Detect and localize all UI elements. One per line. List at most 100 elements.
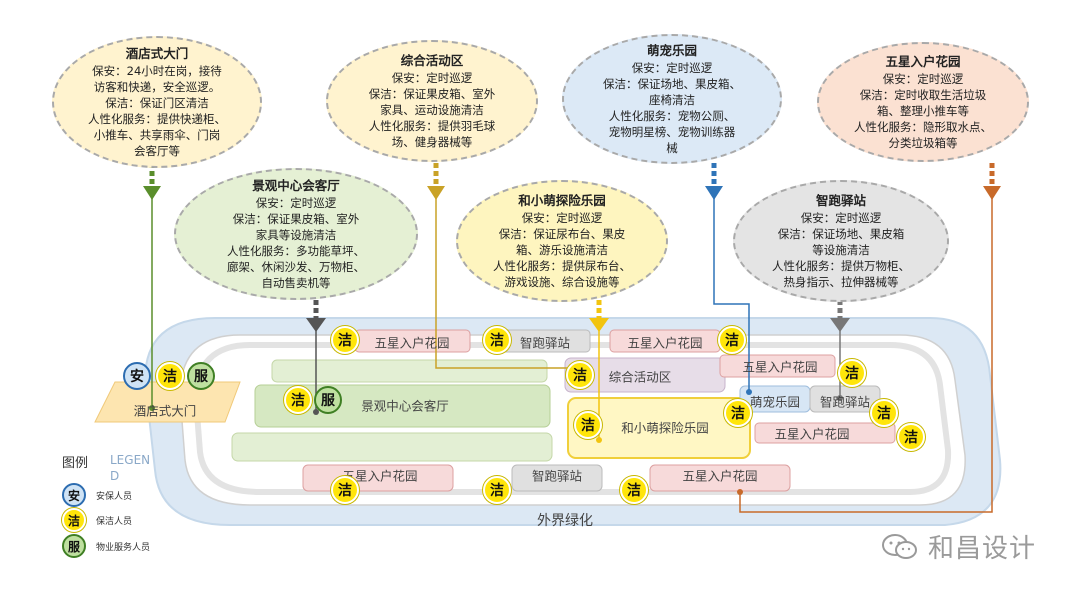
bubble-five-star-garden: 五星入户花园 保安：定时巡逻 保洁：定时收取生活垃圾 箱、整理小推车等 人性化服… xyxy=(817,42,1029,162)
bubble-title: 智跑驿站 xyxy=(815,192,866,208)
arrow-pet xyxy=(705,163,723,200)
cleaning-badge: 洁 xyxy=(284,386,312,414)
bubble-line: 保洁：保证门区清洁 xyxy=(105,95,209,110)
bubble-line: 保安：定时巡逻 xyxy=(882,71,964,86)
bubble-line: 人性化服务：多功能草坪、 xyxy=(227,243,365,258)
cleaning-badge: 洁 xyxy=(574,411,602,439)
bubble-line: 人性化服务：宠物公厕、 xyxy=(608,108,736,123)
bubble-line: 保安：24小时在岗，接待 xyxy=(92,63,222,78)
bubble-line: 人性化服务：提供快递柜、 xyxy=(88,111,226,126)
bubble-title: 综合活动区 xyxy=(400,52,464,68)
zone-label-garden-bottom-left: 五星入户花园 xyxy=(342,468,418,484)
bubble-line: 等设施清洁 xyxy=(812,242,870,257)
zone-label-run-right: 智跑驿站 xyxy=(819,394,871,410)
endpoint-dot xyxy=(837,395,843,401)
arrow-activity xyxy=(427,163,445,200)
bubble-line: 保洁：保证场地、果皮箱 xyxy=(777,226,905,241)
bubble-line: 人性化服务：提供羽毛球 xyxy=(368,118,496,133)
arrow-hotel xyxy=(143,163,161,200)
arrow-garden xyxy=(983,163,1001,200)
connector-pet xyxy=(713,198,750,392)
bubble-line: 分类垃圾箱等 xyxy=(888,135,958,150)
cleaning-badge: 洁 xyxy=(718,326,746,354)
cleaning-badge: 洁 xyxy=(870,399,898,427)
legend-label: 保洁人员 xyxy=(96,516,133,527)
bubble-landscape-club: 景观中心会客厅 保安：定时巡逻 保洁：保证果皮箱、室外 家具等设施清洁 人性化服… xyxy=(174,168,418,300)
legend-security-icon: 安 xyxy=(62,483,86,507)
zone-lawn-top xyxy=(271,359,548,383)
arrow-club xyxy=(306,300,326,332)
zone-label-garden-bottom-right: 五星入户花园 xyxy=(682,468,758,484)
arrow-run xyxy=(830,300,850,332)
zone-label-run-bottom: 智跑驿站 xyxy=(531,468,583,484)
bubble-line: 座椅清洁 xyxy=(649,92,695,107)
bubble-line: 保安：定时巡逻 xyxy=(631,60,713,75)
zone-kids xyxy=(567,397,751,459)
zone-label-club: 景观中心会客厅 xyxy=(361,398,449,414)
endpoint-dot xyxy=(746,389,752,395)
bubble-line: 会客厅等 xyxy=(134,143,180,158)
bubble-smart-run-station: 智跑驿站 保安：定时巡逻 保洁：保证场地、果皮箱 等设施清洁 人性化服务：提供万… xyxy=(733,180,949,302)
bubble-title: 萌宠乐园 xyxy=(646,42,697,58)
bubble-line: 保安：定时巡逻 xyxy=(255,195,337,210)
zone-label-run-top: 智跑驿站 xyxy=(519,335,571,351)
zone-label-pet: 萌宠乐园 xyxy=(749,394,801,410)
bubble-line: 保洁：保证尿布台、果皮 xyxy=(498,226,626,241)
zone-garden-right-low xyxy=(754,422,896,444)
bubble-line: 保安：定时巡逻 xyxy=(391,70,473,85)
bubble-title: 景观中心会客厅 xyxy=(252,177,340,193)
service-badge: 服 xyxy=(314,386,342,414)
endpoint-dot xyxy=(596,437,602,443)
zone-label-hotel-gate: 酒店式大门 xyxy=(133,403,197,419)
bubble-line: 家具、运动设施清洁 xyxy=(380,102,484,117)
bubble-hotel-gate: 酒店式大门 保安：24小时在岗，接待 访客和快递，安全巡逻。 保洁：保证门区清洁… xyxy=(52,36,262,168)
bubble-line: 人性化服务：隐形取水点、 xyxy=(854,119,992,134)
legend-service-icon: 服 xyxy=(62,534,86,558)
bubble-line: 小推车、共享雨伞、门岗 xyxy=(93,127,221,142)
cleaning-badge: 洁 xyxy=(483,476,511,504)
bubble-line: 热身指示、拉伸器械等 xyxy=(783,274,899,289)
legend-label: 安保人员 xyxy=(96,491,133,502)
connector-garden xyxy=(739,198,993,513)
bubble-title: 酒店式大门 xyxy=(125,45,189,61)
bubble-line: 廊架、休闲沙发、万物柜、 xyxy=(227,259,365,274)
bubble-line: 保安：定时巡逻 xyxy=(800,210,882,225)
zone-label-activity: 综合活动区 xyxy=(608,369,672,385)
bubble-line: 人性化服务：提供尿布台、 xyxy=(493,258,631,273)
zone-garden-bottom-right xyxy=(649,464,791,492)
zone-label-garden-right-low: 五星入户花园 xyxy=(774,426,850,442)
watermark: 和昌设计 xyxy=(880,528,1036,565)
bubble-line: 场、健身器械等 xyxy=(391,134,473,149)
watermark-text: 和昌设计 xyxy=(928,534,1037,564)
bubble-line: 游戏设施、综合设施等 xyxy=(504,274,620,289)
cleaning-badge: 洁 xyxy=(724,399,752,427)
cleaning-badge: 洁 xyxy=(331,326,359,354)
cleaning-badge: 洁 xyxy=(620,476,648,504)
cleaning-badge: 洁 xyxy=(331,476,359,504)
bubble-title: 五星入户花园 xyxy=(885,53,961,69)
legend-item-security: 安 安保人员 xyxy=(62,482,132,508)
legend-title: 图例 xyxy=(62,456,89,471)
cleaning-badge: 洁 xyxy=(566,361,594,389)
endpoint-dot xyxy=(149,405,155,411)
zone-label-garden-top-left: 五星入户花园 xyxy=(374,335,450,351)
zone-label-garden-top-right: 五星入户花园 xyxy=(627,335,703,351)
bubble-line: 械 xyxy=(666,140,678,155)
legend-label: 物业服务人员 xyxy=(96,542,151,553)
bubble-pet-park: 萌宠乐园 保安：定时巡逻 保洁：保证场地、果皮箱、 座椅清洁 人性化服务：宠物公… xyxy=(562,34,782,164)
bubble-line: 保洁：保证场地、果皮箱、 xyxy=(603,76,741,91)
cleaning-badge: 洁 xyxy=(483,326,511,354)
zone-label-garden-right: 五星入户花园 xyxy=(742,359,818,375)
bubble-line: 自动售卖机等 xyxy=(261,275,331,290)
endpoint-dot xyxy=(737,489,743,495)
legend-cleaning-icon: 洁 xyxy=(62,508,86,532)
bubble-line: 宠物明星榜、宠物训练器 xyxy=(608,124,736,139)
zone-label-greenery: 外界绿化 xyxy=(537,513,593,529)
zone-lawn-bottom xyxy=(231,432,553,462)
service-badge: 服 xyxy=(187,362,215,390)
cleaning-badge: 洁 xyxy=(897,423,925,451)
legend-item-service: 服 物业服务人员 xyxy=(62,533,150,559)
legend-title-en: LEGEND xyxy=(110,453,151,483)
bubble-line: 箱、游乐设施清洁 xyxy=(516,242,608,257)
